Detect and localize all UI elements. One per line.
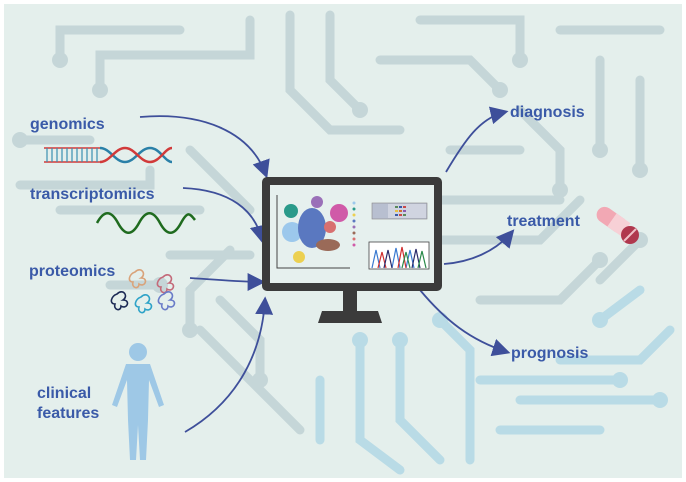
- circuit-traces: [15, 10, 665, 435]
- heatmap-panel: [371, 202, 428, 220]
- protein-icons: [110, 269, 176, 314]
- computer-monitor-icon: [262, 177, 442, 323]
- circuit-pads-light: [352, 312, 668, 408]
- output-arrows: [419, 106, 515, 357]
- label-proteomics: proteomics: [29, 263, 116, 280]
- label-prognosis: prognosis: [511, 345, 589, 362]
- tablet-pill-icon: [621, 226, 639, 244]
- dna-double-helix-icon: [44, 146, 173, 164]
- scatter-plot-clusters: [282, 196, 356, 263]
- circuit-pads: [12, 52, 648, 388]
- human-body-icon: [112, 343, 164, 460]
- label-features: features: [37, 405, 100, 422]
- label-transcriptomics: transcriptomiics: [30, 186, 155, 203]
- label-genomics: genomics: [30, 116, 105, 133]
- rna-strand-icon: [95, 212, 196, 234]
- label-clinical: clinical: [37, 385, 92, 402]
- label-treatment: treatment: [507, 213, 580, 230]
- input-arrows: [139, 115, 274, 433]
- label-diagnosis: diagnosis: [510, 104, 585, 121]
- sequencing-chromatogram: [368, 241, 430, 270]
- circuit-traces-light: [315, 285, 675, 475]
